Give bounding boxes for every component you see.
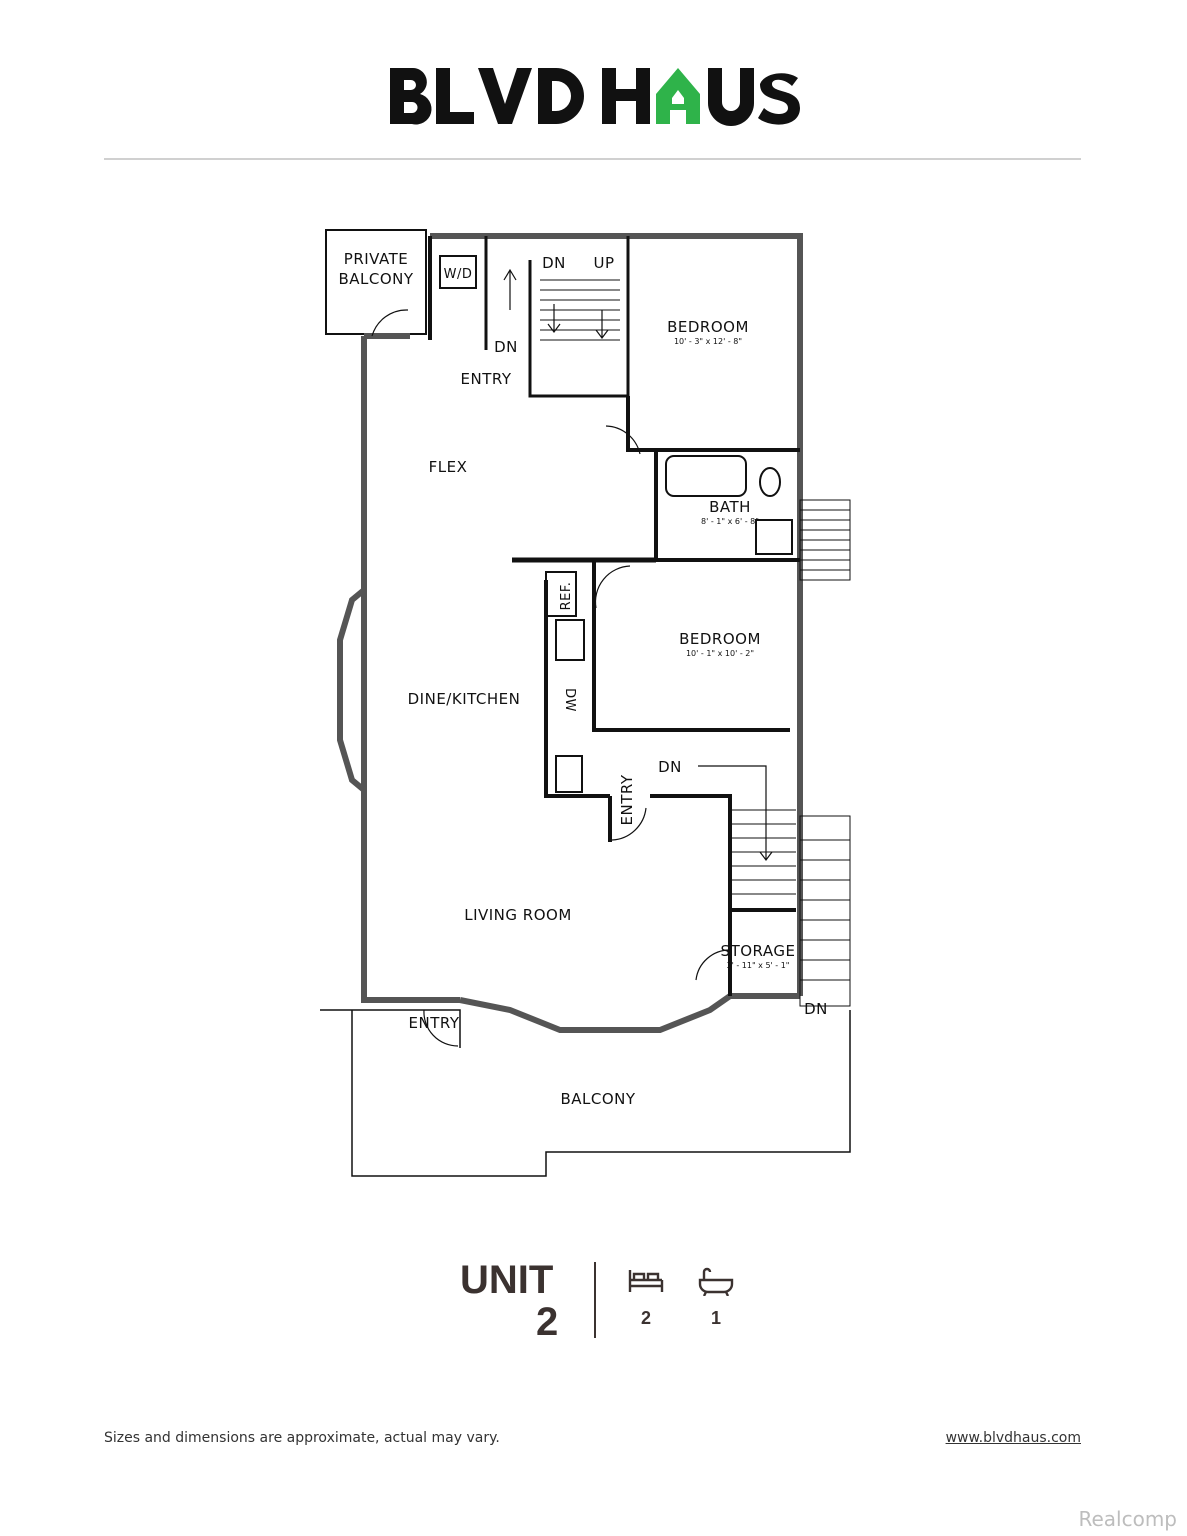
living-room-label: LIVING ROOM [464, 906, 572, 924]
bedroom1-dims: 10' - 3" x 12' - 8" [674, 337, 742, 346]
refrigerator-outline [545, 571, 577, 617]
stair-dn-label: DN [542, 254, 566, 272]
stair-enclosure-mid [650, 794, 796, 912]
entry-top-label: ENTRY [461, 370, 512, 388]
bedroom-count: 2 [640, 1308, 651, 1328]
exterior-dn-label: DN [804, 1000, 828, 1018]
website-link[interactable]: www.blvdhaus.com [945, 1430, 1081, 1446]
bathtub-outline [665, 455, 747, 497]
outer-wall-east [430, 233, 803, 996]
stair-up-label: UP [593, 254, 614, 272]
flex-label: FLEX [429, 458, 468, 476]
bedroom1-label: BEDROOM [667, 318, 749, 336]
washer-dryer-outline [439, 255, 477, 289]
floor-plan-drawing: PRIVATE BALCONY W/D DN UP DN ENTRY BEDRO… [320, 229, 851, 1177]
dishwasher-label: DW [562, 688, 577, 712]
blvd-haus-logo [388, 60, 800, 134]
disclaimer-text: Sizes and dimensions are approximate, ac… [104, 1430, 500, 1446]
bed-icon [626, 1266, 666, 1296]
bedroom2-walls [592, 560, 790, 732]
unit-summary: UNIT 2 2 1 [440, 1258, 760, 1348]
range-outline [555, 755, 583, 793]
west-bay-wall [337, 587, 366, 793]
stair-dn-small-label: DN [494, 338, 518, 356]
floor-plan: PRIVATE BALCONY W/D DN UP DN ENTRY BEDRO… [300, 220, 880, 1200]
unit-number: 2 [536, 1300, 559, 1344]
storage-dims: 3' - 11" x 5' - 1" [727, 961, 790, 970]
header-divider [104, 158, 1081, 160]
storage-label: STORAGE [721, 942, 796, 960]
entry-bottom-label: ENTRY [409, 1014, 460, 1032]
private-balcony-label-1: PRIVATE [344, 250, 408, 268]
bath-dims: 8' - 1" x 6' - 8" [701, 517, 759, 526]
sink-outline [555, 619, 585, 661]
south-bay-wall [459, 993, 800, 1033]
stair-dn-mid-label: DN [658, 758, 682, 776]
refrigerator-label: REF. [559, 582, 574, 611]
logo-graphic [390, 67, 800, 126]
wd-label: W/D [444, 267, 473, 282]
kitchen-cabinets [544, 580, 610, 798]
bath-label: BATH [709, 498, 751, 516]
dine-kitchen-label: DINE/KITCHEN [408, 690, 521, 708]
bedroom2-dims: 10' - 1" x 10' - 2" [686, 649, 754, 658]
vanity-outline [755, 519, 793, 555]
unit-word: UNIT [460, 1258, 554, 1302]
bedroom2-label: BEDROOM [679, 630, 761, 648]
unit-divider [594, 1262, 596, 1338]
bathtub-icon [696, 1266, 736, 1297]
private-balcony-label-2: BALCONY [338, 270, 413, 288]
stair-enclosure-top [528, 236, 630, 398]
realcomp-watermark: Realcomp [1078, 1507, 1177, 1531]
balcony-outline [320, 1009, 851, 1177]
bathroom-count: 1 [710, 1308, 721, 1328]
balcony-label: BALCONY [560, 1090, 635, 1108]
entry-mid-label: ENTRY [618, 774, 636, 825]
toilet-outline [759, 467, 781, 497]
header [0, 60, 1187, 140]
